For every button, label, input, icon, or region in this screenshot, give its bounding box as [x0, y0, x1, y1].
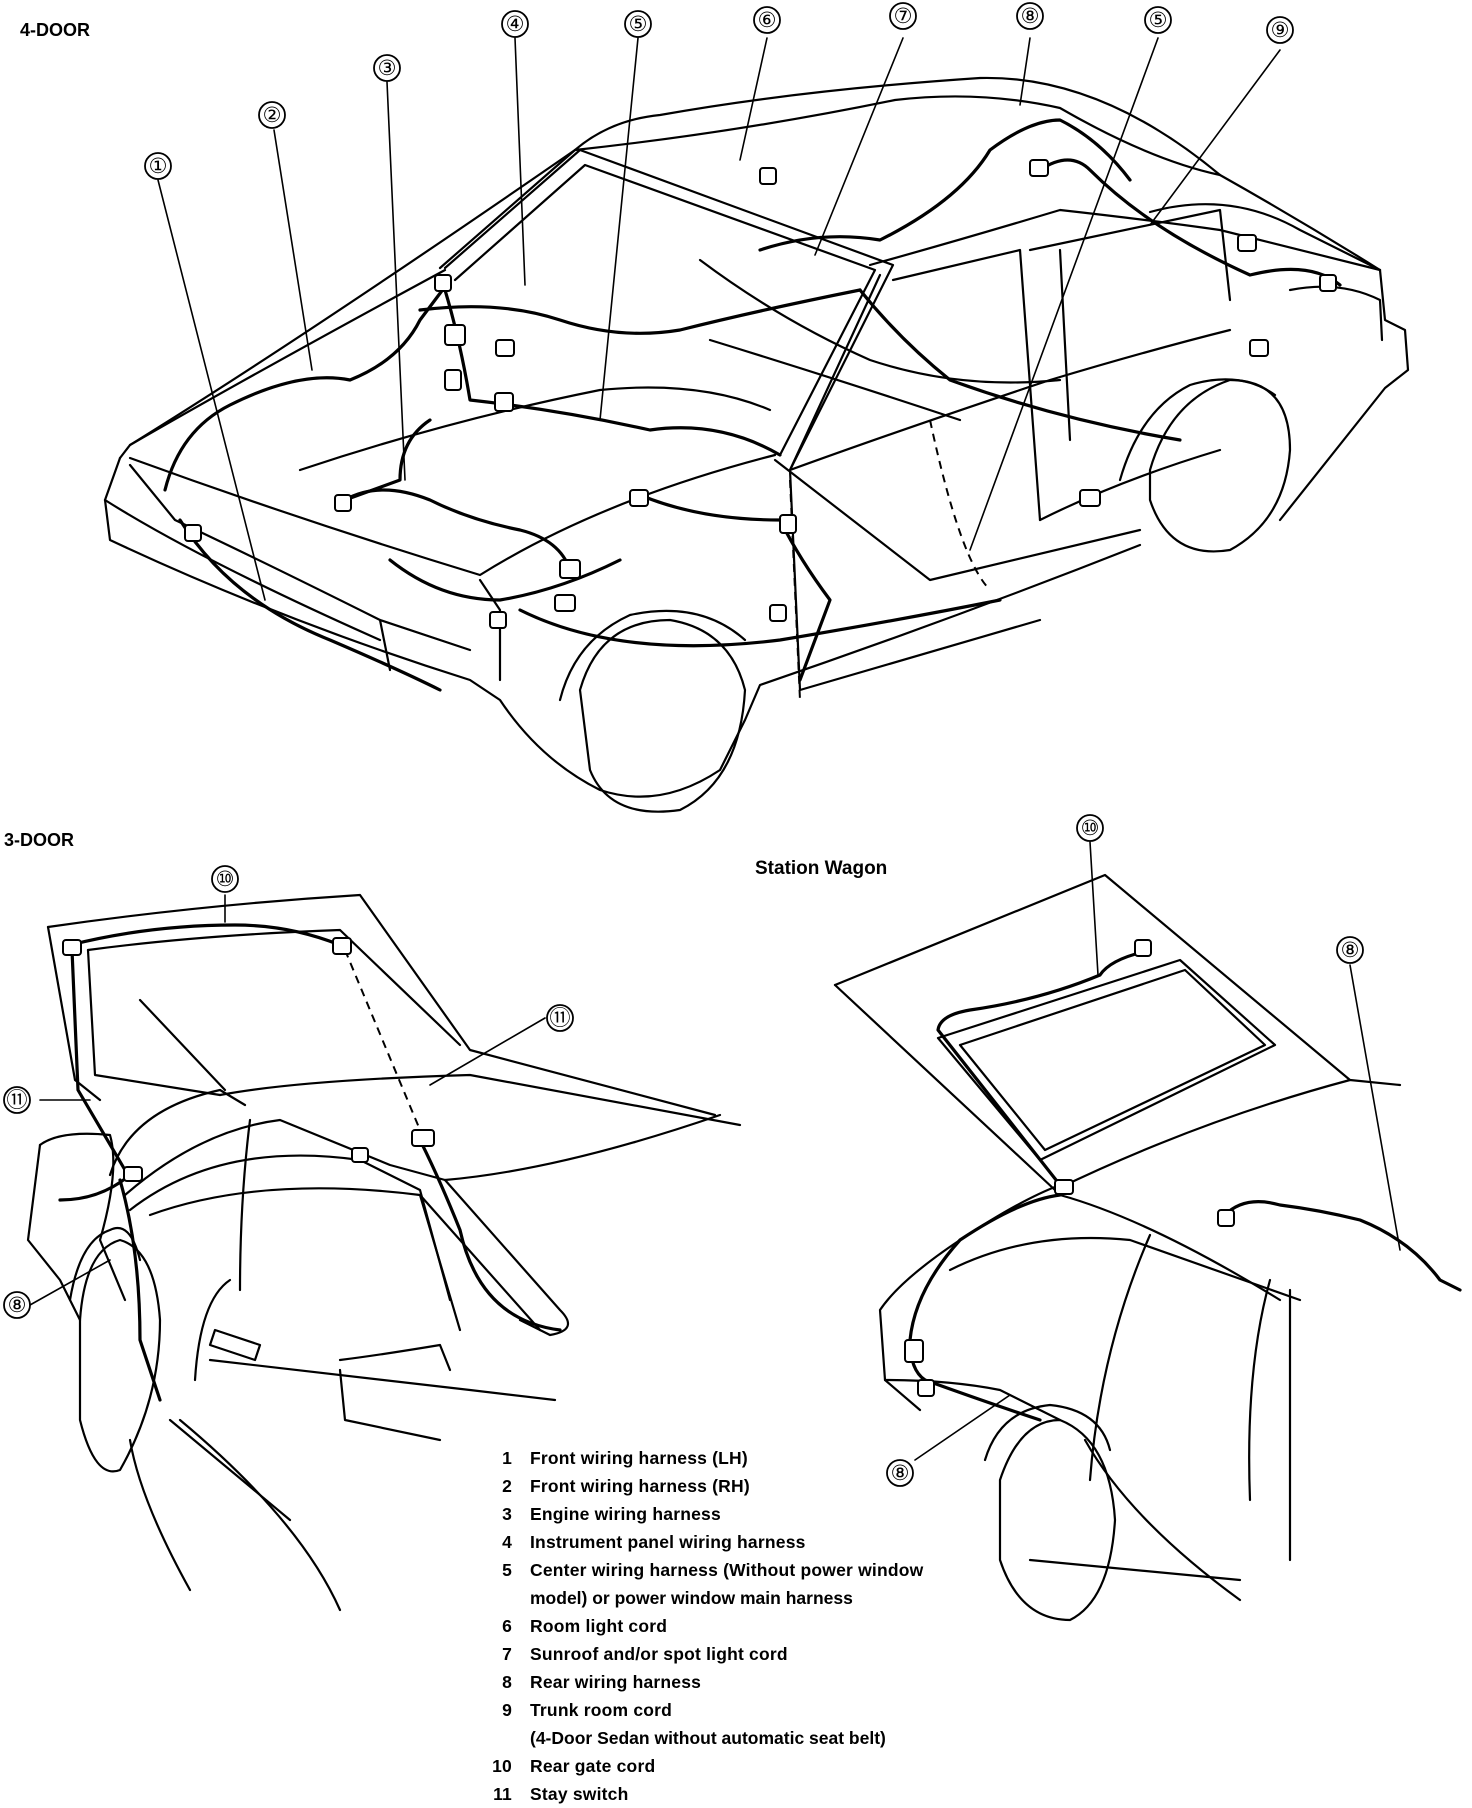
legend-number: 7	[502, 1644, 512, 1664]
section-label-station-wagon: Station Wagon	[755, 858, 888, 879]
svg-text:⑧: ⑧	[1021, 4, 1040, 28]
svg-text:⑧: ⑧	[1341, 938, 1360, 962]
four-door-leaders	[157, 37, 1281, 601]
svg-text:⑪: ⑪	[7, 1088, 28, 1112]
legend-number: 4	[502, 1532, 512, 1552]
callout-1: ①	[144, 152, 172, 180]
legend-text: Trunk room cord	[530, 1700, 673, 1720]
svg-text:③: ③	[378, 56, 397, 80]
callout-8-wagon-bottom: ⑧	[886, 1459, 914, 1487]
callout-2: ②	[258, 101, 286, 129]
legend-item-6: 6 Room light cord	[478, 1612, 998, 1640]
four-door-car	[103, 76, 1410, 813]
callout-4: ④	[501, 10, 529, 38]
legend-item-4: 4 Instrument panel wiring harness	[478, 1528, 998, 1556]
svg-text:⑩: ⑩	[1081, 816, 1100, 840]
legend-number: 1	[502, 1448, 512, 1468]
svg-text:②: ②	[263, 103, 282, 127]
svg-text:⑥: ⑥	[758, 8, 777, 32]
svg-text:⑧: ⑧	[8, 1293, 27, 1317]
svg-text:⑤: ⑤	[1149, 8, 1168, 32]
wagon-car	[833, 873, 1402, 1622]
legend-number: 5	[502, 1560, 512, 1580]
svg-text:④: ④	[506, 12, 525, 36]
legend-item-5: 5 Center wiring harness (Without power w…	[478, 1556, 998, 1584]
four-door-harnesses	[163, 118, 1342, 701]
legend-item-5-continued: model) or power window main harness	[530, 1588, 853, 1608]
legend-item-11: 11 Stay switch	[478, 1780, 998, 1808]
legend-text: Center wiring harness (Without power win…	[530, 1560, 924, 1580]
callout-5: ⑤	[624, 10, 652, 38]
svg-text:⑧: ⑧	[891, 1461, 910, 1485]
callout-11-top: ⑪	[546, 1004, 574, 1032]
legend-number: 8	[502, 1672, 512, 1692]
legend-item-10: 10 Rear gate cord	[478, 1752, 998, 1780]
legend-number: 2	[502, 1476, 512, 1496]
legend-item-1: 1 Front wiring harness (LH)	[478, 1444, 998, 1472]
callout-3: ③	[373, 54, 401, 82]
section-label-3-door: 3-DOOR	[4, 830, 75, 850]
callout-10-wagon: ⑩	[1076, 814, 1104, 842]
legend-text: Instrument panel wiring harness	[530, 1532, 806, 1552]
legend-number: 3	[502, 1504, 512, 1524]
legend-number: 10	[492, 1756, 512, 1776]
legend-number: 11	[493, 1784, 512, 1804]
callout-6: ⑥	[753, 6, 781, 34]
legend-text: Front wiring harness (LH)	[530, 1448, 748, 1468]
legend-text: Rear gate cord	[530, 1756, 656, 1776]
legend-number: 9	[502, 1700, 512, 1720]
legend-text: Room light cord	[530, 1616, 668, 1636]
section-label-4-door: 4-DOOR	[20, 20, 91, 40]
callout-11-left: ⑪	[3, 1086, 31, 1114]
three-door-harnesses	[58, 923, 562, 1402]
wagon-leaders	[914, 841, 1401, 1461]
legend-item-9-continued: (4-Door Sedan without automatic seat bel…	[530, 1728, 886, 1748]
legend-item-2: 2 Front wiring harness (RH)	[478, 1472, 998, 1500]
svg-text:⑤: ⑤	[629, 12, 648, 36]
svg-text:⑨: ⑨	[1271, 18, 1290, 42]
three-door-leaders	[29, 894, 546, 1306]
wagon-harnesses	[904, 939, 1462, 1422]
svg-text:⑩: ⑩	[216, 867, 235, 891]
legend-text: Engine wiring harness	[530, 1504, 721, 1524]
callout-7: ⑦	[889, 2, 917, 30]
callout-8-wagon-top: ⑧	[1336, 936, 1364, 964]
legend-text: Rear wiring harness	[530, 1672, 702, 1692]
callout-8: ⑧	[1016, 2, 1044, 30]
callout-9: ⑨	[1266, 16, 1294, 44]
legend-item-7: 7 Sunroof and/or spot light cord	[478, 1640, 998, 1668]
legend: 1 Front wiring harness (LH) 2 Front wiri…	[478, 1444, 998, 1808]
legend-item-8: 8 Rear wiring harness	[478, 1668, 998, 1696]
svg-text:⑦: ⑦	[894, 4, 913, 28]
legend-text: Front wiring harness (RH)	[530, 1476, 750, 1496]
legend-text: Stay switch	[530, 1784, 629, 1804]
three-door-car	[26, 893, 742, 1612]
callout-5b: ⑤	[1144, 6, 1172, 34]
legend-item-3: 3 Engine wiring harness	[478, 1500, 998, 1528]
callout-10-3door: ⑩	[211, 865, 239, 893]
legend-text: Sunroof and/or spot light cord	[530, 1644, 788, 1664]
svg-text:⑪: ⑪	[550, 1006, 571, 1030]
callout-8-3door: ⑧	[3, 1291, 31, 1319]
legend-number: 6	[502, 1616, 512, 1636]
legend-item-9: 9 Trunk room cord	[478, 1696, 998, 1724]
svg-text:①: ①	[149, 154, 168, 178]
